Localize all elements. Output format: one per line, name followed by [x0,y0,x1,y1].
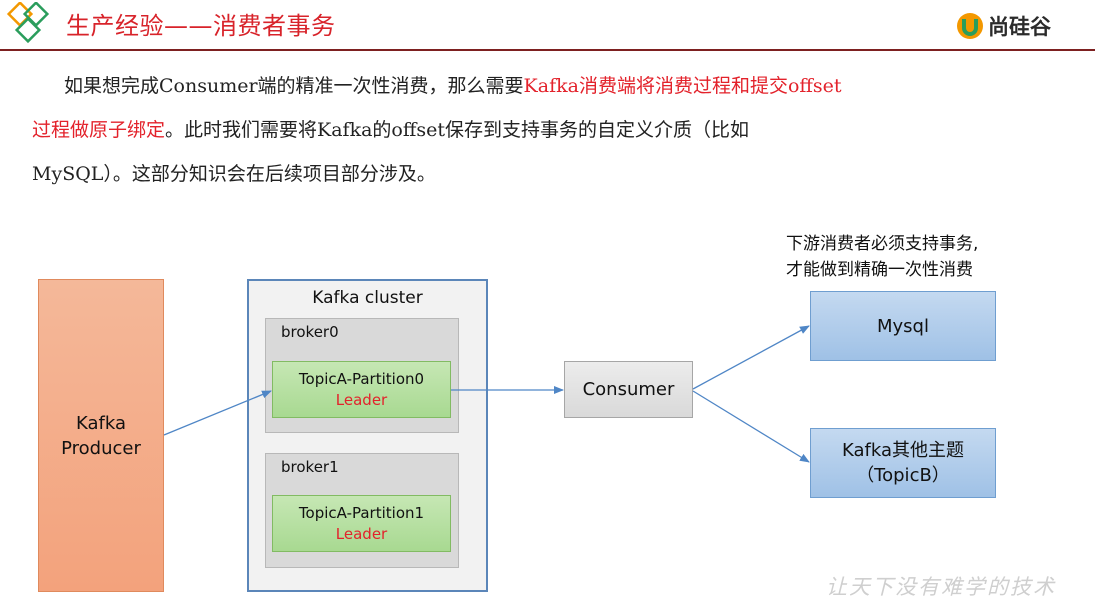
cluster-title: Kafka cluster [312,288,423,308]
topicb-box: Kafka其他主题 （TopicB） [810,428,996,498]
paragraph-text: 如果想完成Consumer端的精准一次性消费，那么需要 [64,75,524,97]
broker0-label: broker0 [281,323,339,341]
broker1-label: broker1 [281,458,339,476]
partition0-label: TopicA-Partition0 [298,369,425,388]
paragraph-line-2: 过程做原子绑定。此时我们需要将Kafka的offset保存到支持事务的自定义介质… [32,108,1032,152]
brand-logo-icon [957,13,983,39]
paragraph-text: 。此时我们需要将Kafka的offset保存到支持事务的自定义介质（比如 [165,119,749,141]
producer-label-1: Kafka [75,412,126,434]
partition1-label: TopicA-Partition1 [298,503,425,522]
topicb-label-1: Kafka其他主题 [842,440,964,461]
leader-label: Leader [335,390,388,409]
mysql-box: Mysql [810,291,996,361]
partition1-box: TopicA-Partition1 Leader [272,495,451,552]
highlight-text: Kafka消费端将消费过程和提交offset [523,75,842,97]
topicb-label-2: （TopicB） [856,465,950,486]
page-title: 生产经验——消费者事务 [66,12,336,40]
note-line-1: 下游消费者必须支持事务, [786,234,979,254]
paragraph-line-1: 如果想完成Consumer端的精准一次性消费，那么需要Kafka消费端将消费过程… [32,64,1032,108]
header-divider [0,49,1095,51]
footer-slogan: 让天下没有难学的技术 [826,575,1056,599]
note-line-2: 才能做到精确一次性消费 [786,260,973,280]
producer-label-2: Producer [61,437,141,459]
highlight-text: 过程做原子绑定 [32,119,166,141]
partition0-box: TopicA-Partition0 Leader [272,361,451,418]
leader-label: Leader [335,524,388,543]
mysql-label: Mysql [877,315,929,337]
paragraph-line-3: MySQL）。这部分知识会在后续项目部分涉及。 [32,163,436,185]
consumer-to-topicb-arrow [692,390,810,463]
brand-name: 尚硅谷 [988,15,1051,39]
diamonds-logo-icon [6,2,50,44]
intro-paragraph: 如果想完成Consumer端的精准一次性消费，那么需要Kafka消费端将消费过程… [32,64,1032,196]
consumer-to-mysql-arrow [692,325,810,390]
downstream-note: 下游消费者必须支持事务, 才能做到精确一次性消费 [786,231,978,283]
brand: 尚硅谷 [955,10,1051,42]
consumer-box: Consumer [564,361,693,418]
